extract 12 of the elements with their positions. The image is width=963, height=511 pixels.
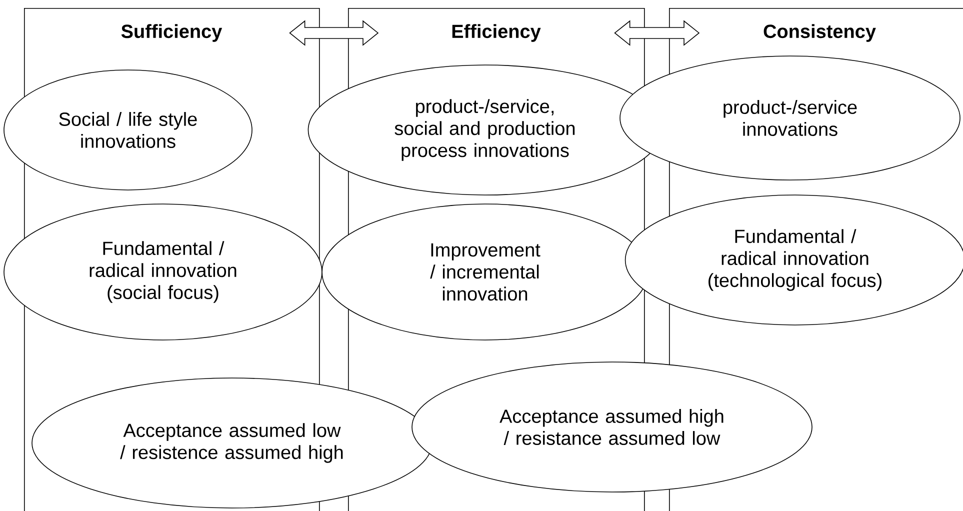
oval: Fundamental / radical innovation (social focus) [4, 204, 322, 340]
oval: Acceptance assumed low / resistence assumed high [32, 378, 432, 508]
double-arrow [614, 20, 700, 46]
node-label: Fundamental / radical innovation (technological focus) [708, 229, 882, 291]
node-label: product-/service innovations [724, 100, 857, 136]
oval: product-/service innovations [620, 56, 960, 180]
double-arrow [289, 20, 379, 46]
oval: Acceptance assumed high / resistance assumed low [412, 362, 812, 492]
oval: product-/service, social and production process innovations [308, 64, 662, 196]
oval: Social / life style innovations [4, 70, 252, 190]
oval: Improvement / incremental innovation [322, 204, 648, 340]
oval: Fundamental / radical innovation (technological focus) [624, 194, 963, 326]
